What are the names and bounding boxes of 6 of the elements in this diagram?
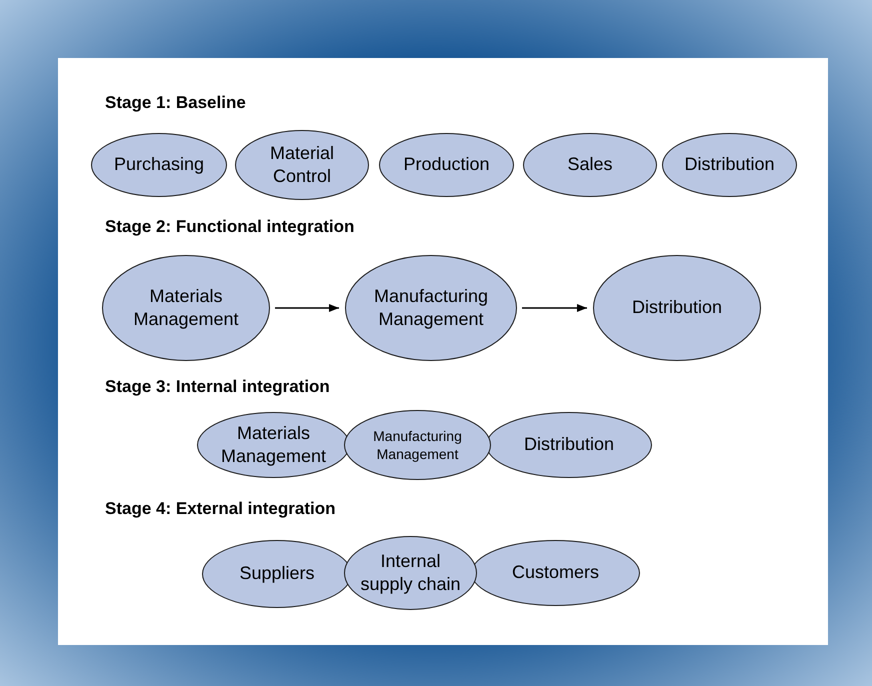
stage-heading: Stage 1: Baseline xyxy=(105,92,246,114)
stage-heading: Stage 2: Functional integration xyxy=(105,216,354,238)
arrow xyxy=(522,304,587,312)
stage-heading: Stage 3: Internal integration xyxy=(105,376,330,398)
arrow xyxy=(275,304,339,312)
stage-heading: Stage 4: External integration xyxy=(105,498,336,520)
